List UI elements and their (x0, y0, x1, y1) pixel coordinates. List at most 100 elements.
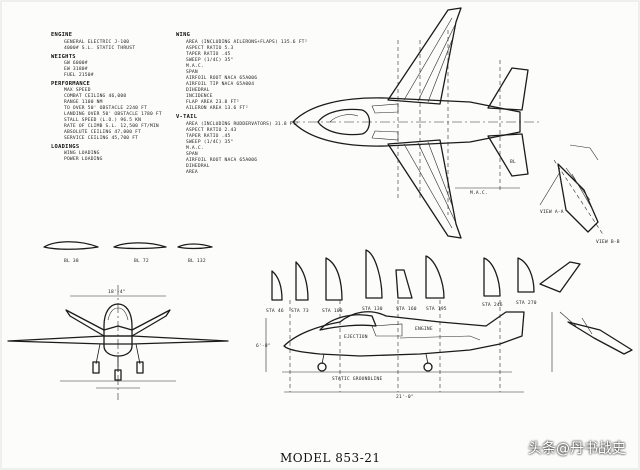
station-label-6: STA 195 (426, 306, 447, 312)
wing-line-12: AILERON AREA 13.6 FT² (186, 105, 248, 111)
plan-wing-upper-ribs (403, 17, 456, 103)
plan-mac-label: M.A.C. (470, 190, 488, 196)
side-height-label: 6'-8" (256, 343, 271, 349)
plan-bl-label: BL (510, 159, 516, 165)
plan-wing-lower (387, 139, 462, 239)
wing-line-1: AREA (INCLUDING AILERONS+FLAPS) 135.6 FT… (186, 39, 308, 45)
wing-line-5: M.A.C. (186, 63, 204, 69)
view-a-detail: VIEW A-A VIEW B-B (539, 144, 620, 245)
front-vtail (65, 309, 171, 337)
vtail-line-8: DIHEDRAL (186, 163, 210, 169)
wing-line-9: DIHEDRAL (186, 87, 210, 93)
section-sta-270 (517, 257, 535, 293)
plan-intake-top (371, 103, 399, 114)
vtail-line-2: ASPECT RATIO 2.43 (186, 127, 236, 133)
vtail-line-9: AREA (186, 169, 198, 175)
side-intake (371, 323, 403, 337)
plan-vtail-lower (487, 133, 529, 177)
section-sta-130 (365, 249, 383, 299)
airfoil-label-3: BL 132 (188, 258, 206, 264)
airfoil-section-1 (43, 241, 99, 250)
station-label-1: STA 46 (266, 308, 284, 314)
performance-line-9: SERVICE CEILING 45,700 FT (64, 135, 138, 141)
airfoil-section-2 (113, 242, 167, 250)
airfoil-sections: BL 38 BL 72 BL 132 (43, 241, 213, 264)
section-sta-100 (325, 257, 343, 301)
vtail-line-3: TAPER RATIO .45 (186, 133, 231, 139)
wing-line-4: SWEEP (1/4C) 35° (186, 57, 233, 63)
engine-line-2: 4000# S.L. STATIC THRUST (64, 45, 135, 51)
engine-title: ENGINE (51, 32, 72, 38)
weights-line-1: GW 6000# (64, 60, 88, 66)
view-a-shape (557, 163, 599, 233)
wing-line-6: SPAN (186, 69, 198, 75)
vtail-line-4: SWEEP (1/4C) 35° (186, 139, 233, 145)
view-a-arrow (569, 144, 599, 161)
weights-line-2: EW 3180# (64, 66, 88, 72)
plan-intake-bottom (371, 130, 399, 141)
rear-detail-shape (567, 321, 633, 355)
watermark: 头条@丹书战史 (528, 438, 626, 458)
rear-detail-lines (559, 311, 593, 335)
front-gear-struts (95, 343, 141, 372)
callout-static-groundline: STATIC GROUNDLINE (332, 376, 382, 382)
front-left-wheel (92, 361, 100, 374)
front-right-wheel (136, 361, 144, 374)
front-nose-wheel (114, 369, 122, 381)
section-sta-195 (425, 255, 445, 299)
callout-ejection: EJECTION (344, 334, 368, 340)
station-label-5: STA 160 (396, 306, 417, 312)
loading-line-1: WING LOADING (64, 150, 100, 156)
vtail-line-5: M.A.C. (186, 145, 204, 151)
side-wing-root (399, 335, 481, 341)
side-length-label: 21'-0" (396, 394, 414, 400)
section-sta-46 (271, 270, 283, 301)
view-b-label: VIEW B-B (596, 239, 620, 245)
station-label-2: STA 73 (291, 308, 309, 314)
side-gear-struts (321, 353, 429, 365)
engine-line-1: GENERAL ELECTRIC J-100 (64, 39, 129, 45)
plan-wing-upper (387, 7, 462, 105)
weights-line-3: FUEL 2150# (64, 72, 94, 78)
plan-view: M.A.C. BL (290, 7, 540, 239)
performance-line-8: ABSOLUTE CEILING 47,000 FT (64, 129, 141, 135)
wing-line-11: FLAP AREA 23.8 FT² (186, 99, 239, 105)
plan-fuselage (292, 97, 521, 147)
wing-line-8: AIRFOIL TIP NACA 65A004 (186, 81, 254, 87)
loading-title: LOADINGS (51, 144, 79, 150)
vtail-line-1: AREA (INCLUDING RUDDERVATORS) 31.8 FT² (186, 121, 299, 127)
front-canopy (107, 307, 129, 321)
model-title: MODEL 853-21 (280, 451, 381, 465)
station-label-3: STA 100 (322, 308, 343, 314)
performance-title: PERFORMANCE (51, 81, 90, 87)
airfoil-section-3 (177, 243, 213, 250)
side-fuselage (283, 311, 525, 357)
section-sta-160 (395, 269, 413, 299)
front-span-label: 18'-4" (108, 289, 126, 295)
view-a-lines (539, 167, 595, 213)
side-canopy (319, 314, 377, 331)
airfoil-label-1: BL 38 (64, 258, 79, 264)
plan-canopy-frame (329, 114, 359, 123)
loading-line-2: POWER LOADING (64, 156, 103, 162)
view-a-centerline (553, 159, 605, 237)
vtail-line-6: SPAN (186, 151, 198, 157)
performance-line-5: LANDING OVER 50' OBSTACLE 1780 FT (64, 111, 162, 117)
performance-line-6: STALL SPEED (L.O.) 96.5 KN (64, 117, 141, 123)
section-sta-73 (295, 261, 309, 301)
airfoil-label-2: BL 72 (134, 258, 149, 264)
front-fuselage (103, 303, 133, 357)
vtail-line-7: AIRFOIL ROOT NACA 65A006 (186, 157, 257, 163)
performance-line-1: MAX SPEED (64, 87, 91, 93)
station-label-4: STA 130 (362, 306, 383, 312)
wing-line-2: ASPECT RATIO 5.3 (186, 45, 233, 51)
specifications-block: ENGINE GENERAL ELECTRIC J-100 4000# S.L.… (51, 32, 308, 175)
plan-canopy (317, 108, 371, 136)
weights-title: WEIGHTS (51, 54, 76, 60)
watermark-text: 头条@丹书战史 (528, 441, 626, 457)
plan-vtail-upper (487, 67, 529, 111)
vtail-title: V-TAIL (176, 114, 198, 120)
